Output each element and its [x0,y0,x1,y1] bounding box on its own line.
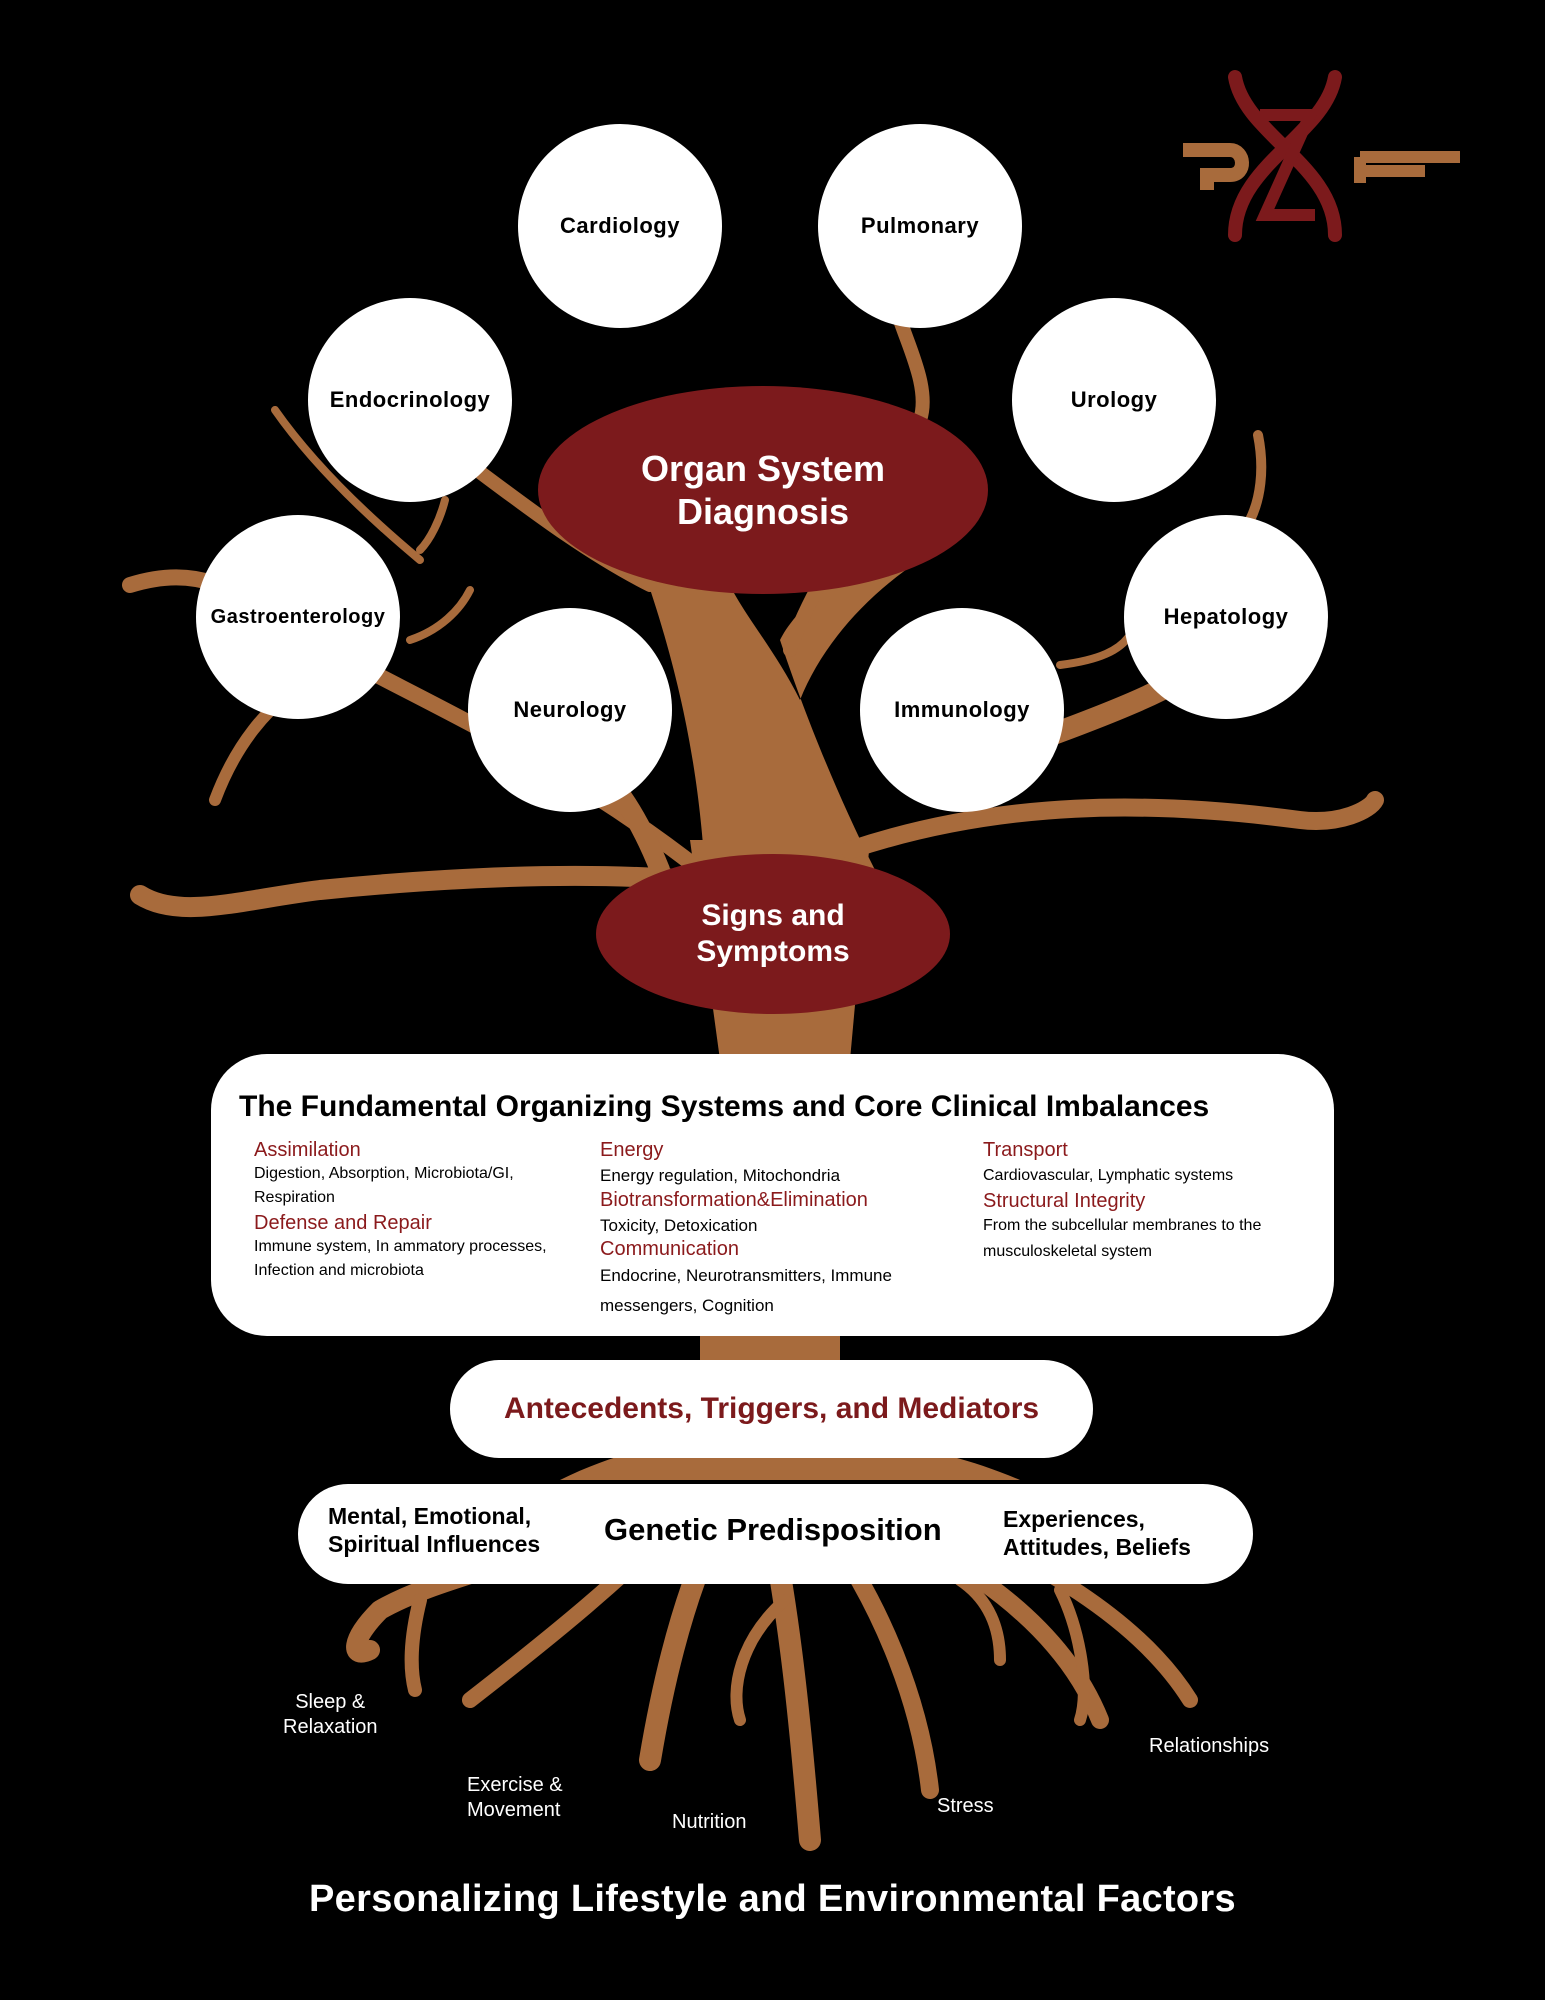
fundamental-title: The Fundamental Organizing Systems and C… [239,1090,1210,1123]
circle-gastroenterology: Gastroenterology [196,515,400,719]
branch-gastro-link [406,586,474,644]
communication-title: Communication [600,1238,739,1261]
root-center-spur [730,1594,791,1726]
hepatology-label: Hepatology [1163,604,1289,629]
urology-label: Urology [1070,387,1158,412]
genetic-predisposition-label: Genetic Predisposition [604,1512,942,1547]
signs-line2: Symptoms [696,935,850,968]
assimilation-title: Assimilation [254,1139,361,1161]
root-label-relationships: Relationships [1149,1735,1270,1757]
circle-urology: Urology [1012,298,1216,502]
defense-body: Immune system, In ammatory processes, In… [254,1238,547,1279]
branch-endo-link [416,496,449,554]
neurology-label: Neurology [513,697,627,722]
defense-title: Defense and Repair [254,1212,432,1234]
root-label-sleep: Sleep & Relaxation [283,1691,378,1738]
circle-immunology: Immunology [860,608,1064,812]
immunology-label: Immunology [894,697,1030,722]
column-3: Transport Cardiovascular, Lymphatic syst… [983,1139,1298,1264]
root-left-spur [404,1593,427,1697]
biotransformation-body: Toxicity, Detoxication [600,1215,758,1235]
signs-line1: Signs and [701,899,845,932]
genetic-pill: Mental, Emotional, Spiritual Influences … [298,1484,1253,1584]
root-right-spur [954,1574,1006,1666]
endocrinology-label: Endocrinology [329,387,491,412]
branch-right-lower [841,791,1384,859]
circle-hepatology: Hepatology [1124,515,1328,719]
communication-body: Endocrine, Neurotransmitters, Immune mes… [600,1266,892,1316]
footer-title: Personalizing Lifestyle and Environmenta… [309,1878,1236,1920]
biotransformation-title: Biotransformation&Elimination [600,1188,868,1211]
pzf-logo [1183,70,1460,242]
energy-title: Energy [600,1139,664,1161]
root-label-stress: Stress [937,1795,994,1817]
organ-system-diagnosis: Organ System Diagnosis [538,386,988,594]
organ-system-line2: Diagnosis [676,491,850,532]
transport-body: Cardiovascular, Lymphatic systems [983,1167,1234,1184]
branch-immunology-link [1056,631,1134,669]
column-2: Energy Energy regulation, Mitochondria B… [600,1139,970,1321]
root-label-nutrition: Nutrition [672,1811,747,1833]
branch-to-endocrinology [271,406,424,564]
experiences-label: Experiences, Attitudes, Beliefs [1003,1506,1191,1561]
assimilation-body: Digestion, Absorption, Microbiota/GI, Re… [254,1165,514,1206]
mental-emotional-label: Mental, Emotional, Spiritual Influences [328,1503,541,1558]
column-1: Assimilation Digestion, Absorption, Micr… [254,1139,579,1283]
root-right-tip [1054,1584,1090,1726]
circle-neurology: Neurology [468,608,672,812]
pulmonary-label: Pulmonary [860,213,980,238]
root-label-exercise: Exercise & Movement [467,1774,563,1821]
branch-left-lower [130,865,700,918]
cardiology-label: Cardiology [560,213,680,238]
branch-right-upward [1245,430,1267,525]
fundamental-systems-box: The Fundamental Organizing Systems and C… [211,1054,1334,1336]
antecedents-pill: Antecedents, Triggers, and Mediators [450,1360,1093,1458]
organ-system-line1: Organ System [640,447,886,489]
structural-integrity-title: Structural Integrity [983,1190,1146,1212]
circle-cardiology: Cardiology [518,124,722,328]
structural-integrity-body: From the subcellular membranes to the mu… [983,1217,1262,1260]
trunk-upper [640,540,920,870]
circle-endocrinology: Endocrinology [308,298,512,502]
antecedents-label: Antecedents, Triggers, and Mediators [503,1392,1040,1425]
transport-title: Transport [983,1139,1068,1161]
energy-body: Energy regulation, Mitochondria [600,1166,841,1185]
signs-and-symptoms: Signs and Symptoms [596,854,950,1014]
gastroenterology-label: Gastroenterology [210,605,386,628]
circle-pulmonary: Pulmonary [818,124,1022,328]
